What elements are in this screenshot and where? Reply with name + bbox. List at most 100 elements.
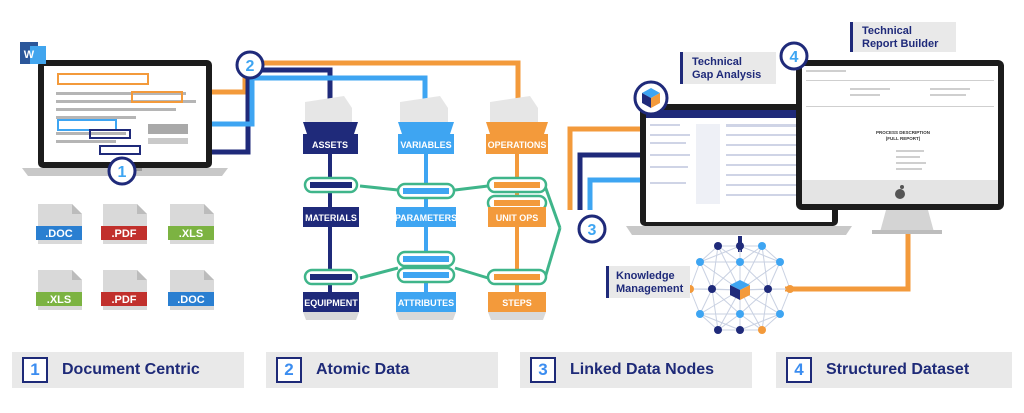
svg-text:.XLS: .XLS	[179, 228, 203, 240]
svg-text:4: 4	[790, 49, 799, 66]
network-edge	[699, 313, 719, 331]
network-edge	[779, 288, 791, 315]
network-node	[736, 326, 744, 334]
network-edge	[739, 313, 781, 331]
connector-lines	[208, 60, 911, 292]
network-edge	[739, 288, 769, 315]
network-edge	[717, 245, 741, 263]
file-icon-pdf-2: .PDF	[101, 270, 147, 310]
legend-linked-data-nodes: 3 Linked Data Nodes	[520, 352, 752, 388]
file-icons: .DOC .PDF .XLS .XLS .PDF .DOC	[36, 204, 214, 310]
pill-row-lower	[303, 250, 548, 286]
apple-icon	[895, 185, 905, 199]
network-edge	[699, 245, 719, 263]
network-edge	[767, 261, 781, 290]
file-icon-xls-2: .XLS	[36, 270, 82, 310]
network-edge	[767, 288, 781, 315]
network-edge	[761, 313, 781, 331]
file-icon-pdf-1: .PDF	[101, 204, 147, 244]
svg-text:STEPS: STEPS	[502, 298, 532, 308]
network-node	[736, 258, 744, 266]
legend-number: 4	[786, 357, 812, 383]
svg-text:Knowledge: Knowledge	[616, 270, 675, 282]
label-parameters: PARAMETERS	[395, 207, 457, 227]
file-icon-doc-1: .DOC	[36, 204, 82, 244]
svg-text:.PDF: .PDF	[111, 228, 136, 240]
network-edge	[689, 261, 701, 290]
legend-label: Document Centric	[62, 361, 200, 378]
svg-text:1: 1	[118, 164, 127, 181]
file-icon-doc-2: .DOC	[168, 270, 214, 310]
legend-structured-dataset: 4 Structured Dataset	[776, 352, 1012, 388]
network-edge	[699, 261, 713, 290]
label-materials: MATERIALS	[303, 207, 359, 227]
svg-text:PROCESS DESCRIPTION: PROCESS DESCRIPTION	[876, 130, 930, 135]
svg-text:.XLS: .XLS	[47, 294, 71, 306]
svg-text:.PDF: .PDF	[111, 294, 136, 306]
svg-text:3: 3	[588, 222, 597, 239]
callout-report-builder: Technical Report Builder	[850, 22, 956, 52]
label-equipment: EQUIPMENT	[303, 292, 359, 320]
svg-text:ASSETS: ASSETS	[312, 140, 348, 150]
word-icon: W	[20, 42, 46, 64]
folder-operations: OPERATIONS	[486, 96, 548, 154]
svg-text:PARAMETERS: PARAMETERS	[395, 213, 457, 223]
legend-number: 3	[530, 357, 556, 383]
network-node	[764, 285, 772, 293]
svg-text:(FULL REPORT): (FULL REPORT)	[886, 136, 921, 141]
svg-text:W: W	[24, 49, 35, 61]
network-edge	[689, 288, 701, 315]
svg-text:Report Builder: Report Builder	[862, 38, 939, 50]
network-edge	[739, 313, 763, 331]
callout-knowledge: Knowledge Management	[606, 266, 690, 298]
label-unit-ops: UNIT OPS	[488, 207, 546, 227]
legend-number: 2	[276, 357, 302, 383]
network-edge	[711, 261, 741, 290]
legend-number: 1	[22, 357, 48, 383]
network-edge	[717, 313, 741, 331]
connector-network-to-report	[785, 234, 911, 292]
network-node	[776, 258, 784, 266]
network-edge	[699, 313, 741, 331]
step-circle-2: 2	[235, 50, 265, 80]
folder-assets: ASSETS	[303, 96, 358, 154]
green-links	[359, 184, 562, 280]
legend-document-centric: 1 Document Centric	[12, 352, 244, 388]
pill-row-upper	[303, 176, 548, 212]
network-node	[714, 326, 722, 334]
network-node	[714, 242, 722, 250]
step-circle-4: 4	[779, 41, 809, 71]
network-edge	[761, 245, 781, 263]
network-edge	[739, 245, 781, 263]
legend-label: Linked Data Nodes	[570, 361, 715, 378]
network-edge	[711, 288, 741, 315]
network-edge	[699, 245, 741, 263]
svg-text:EQUIPMENT: EQUIPMENT	[304, 298, 358, 308]
legend-label: Structured Dataset	[826, 361, 970, 378]
svg-text:.DOC: .DOC	[177, 294, 205, 306]
network-edge	[779, 261, 791, 290]
network-node	[758, 242, 766, 250]
network-node	[696, 258, 704, 266]
svg-text:Gap Analysis: Gap Analysis	[692, 69, 761, 81]
atomic-columns: ASSETS VARIABLES OPERATIONS	[303, 96, 548, 320]
file-icon-xls-1: .XLS	[168, 204, 214, 244]
folder-variables: VARIABLES	[398, 96, 454, 154]
svg-text:MATERIALS: MATERIALS	[305, 213, 357, 223]
svg-text:Management: Management	[616, 283, 684, 295]
laptop-document	[22, 60, 228, 176]
label-steps: STEPS	[488, 292, 546, 320]
network-node	[758, 326, 766, 334]
svg-text:Technical: Technical	[692, 56, 742, 68]
network-node	[736, 242, 744, 250]
network-edge	[739, 261, 769, 290]
network-node	[786, 285, 794, 293]
connector-sky-to-gap	[587, 177, 640, 210]
svg-text:OPERATIONS: OPERATIONS	[488, 140, 547, 150]
monitor-report-builder: PROCESS DESCRIPTION (FULL REPORT)	[796, 60, 1004, 234]
network-cube-icon	[730, 280, 750, 300]
svg-text:2: 2	[246, 58, 255, 75]
network-edge	[761, 288, 769, 331]
connector-orange-to-gap	[567, 126, 640, 210]
